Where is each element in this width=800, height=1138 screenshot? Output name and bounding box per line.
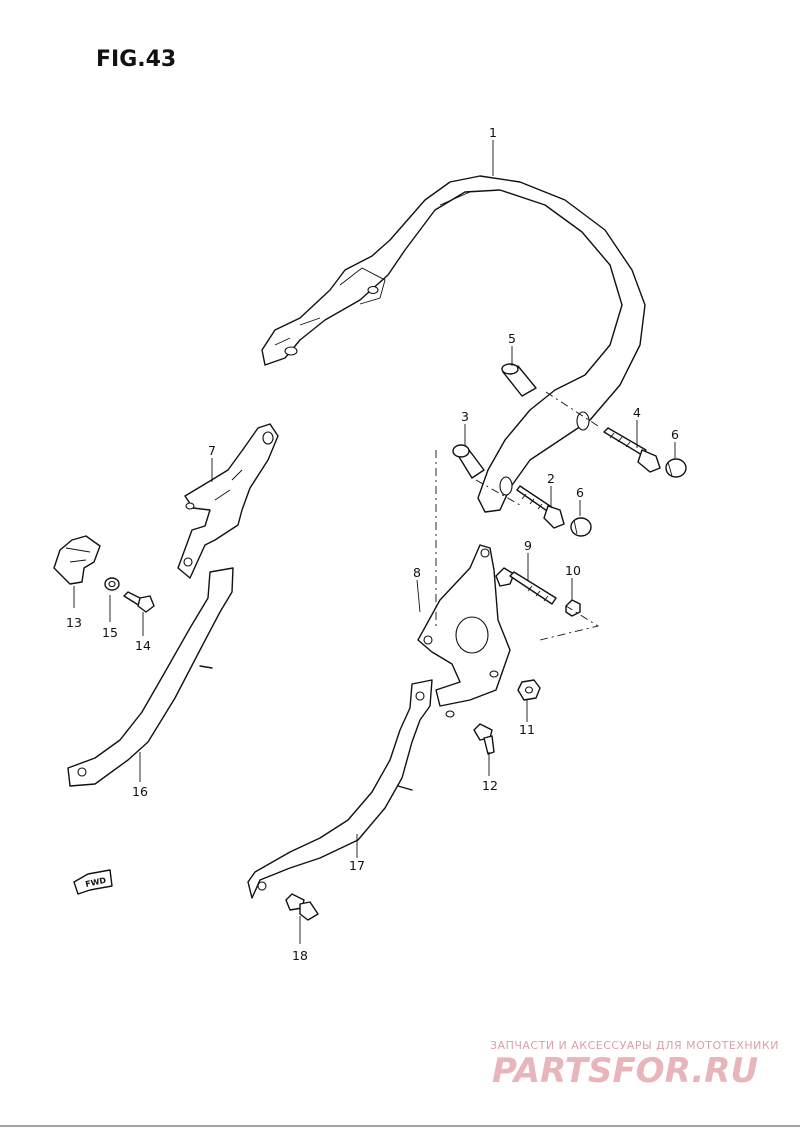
callout-18: 18	[292, 948, 308, 963]
callout-3: 3	[461, 409, 469, 424]
fwd-label: FWD	[85, 876, 108, 889]
part-14-bolt	[123, 591, 155, 613]
watermark: ЗАПЧАСТИ И АКСЕССУАРЫ ДЛЯ МОТОТЕХНИКИ PA…	[490, 1039, 779, 1091]
callout-1: 1	[489, 125, 497, 140]
part-8-plate	[417, 544, 511, 718]
part-4-bolt	[603, 427, 661, 473]
part-18-bolt	[285, 893, 319, 921]
part-10-nut	[565, 599, 581, 617]
callout-9: 9	[524, 538, 532, 553]
part-6-cap-lower	[570, 517, 592, 537]
part-1-grab-rail	[261, 175, 646, 513]
callout-12: 12	[482, 778, 498, 793]
callout-17: 17	[349, 858, 365, 873]
fwd-arrow-icon: FWD	[73, 869, 113, 895]
callout-15: 15	[102, 625, 118, 640]
callout-8: 8	[413, 565, 421, 580]
callout-10: 10	[565, 563, 581, 578]
watermark-tagline: ЗАПЧАСТИ И АКСЕССУАРЫ ДЛЯ МОТОТЕХНИКИ	[490, 1039, 779, 1052]
callout-14: 14	[135, 638, 151, 653]
callout-labels: 1 2 3 4 5 6 6 7 8 9 10 11 12 13 14 15 16…	[66, 125, 679, 963]
part-7-bracket	[177, 423, 279, 579]
part-16-stay	[67, 567, 234, 787]
callout-13: 13	[66, 615, 82, 630]
part-11-nut	[517, 679, 541, 701]
part-5-spacer	[501, 363, 537, 397]
callout-6b: 6	[576, 485, 584, 500]
part-9-bolt	[495, 567, 557, 605]
part-15-washer	[104, 577, 120, 591]
callout-2: 2	[547, 471, 555, 486]
part-13-clamp	[53, 535, 101, 585]
callout-11: 11	[519, 722, 535, 737]
part-2-bolt	[516, 485, 565, 529]
watermark-logo: PARTSFOR.RU	[492, 1051, 758, 1091]
callout-7: 7	[208, 443, 216, 458]
callout-6a: 6	[671, 427, 679, 442]
part-17-stay	[247, 679, 433, 899]
part-6-cap-upper	[665, 458, 687, 478]
callout-4: 4	[633, 405, 641, 420]
part-12-bolt	[473, 723, 495, 755]
callout-16: 16	[132, 784, 148, 799]
assembly-lines	[435, 391, 600, 641]
callout-5: 5	[508, 331, 516, 346]
part-3-spacer	[452, 444, 485, 479]
leader-8	[416, 579, 421, 613]
figure-title: FIG.43	[96, 47, 176, 72]
